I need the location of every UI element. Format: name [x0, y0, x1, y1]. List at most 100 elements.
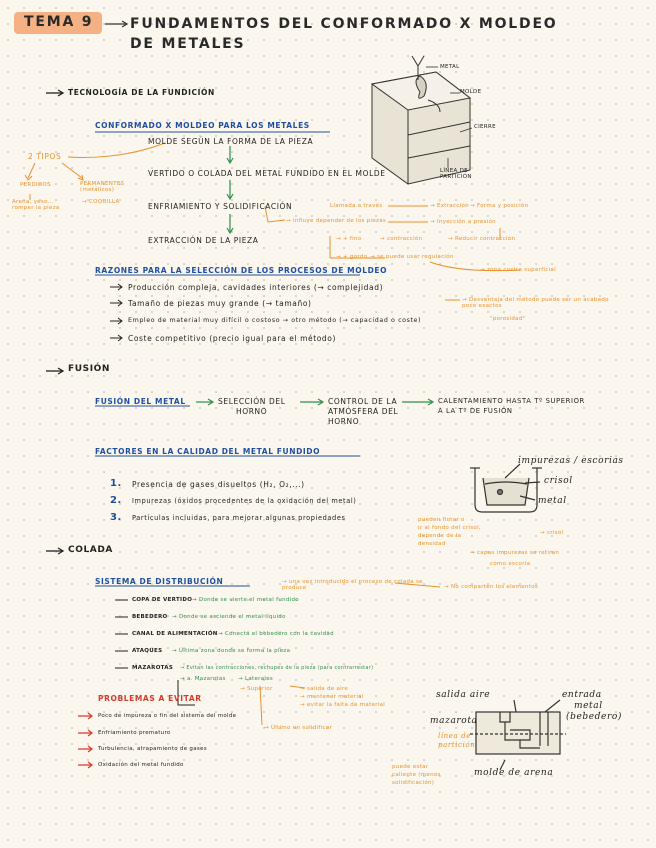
- mold-linea-label: línea de: [438, 732, 471, 740]
- section-colada-title: COLADA: [68, 545, 113, 555]
- page-title-line2: DE METALES: [130, 36, 246, 52]
- sistema-note-2: → No comparten los elementos: [444, 584, 539, 590]
- control-label-2: ATMÓSFERA DEL: [328, 407, 399, 416]
- perdidos-label: PERDIDOS: [20, 182, 51, 188]
- mold-puede-2: caliente (menos: [392, 772, 441, 778]
- seleccion-label: SELECCIÓN DEL: [218, 397, 286, 406]
- contraccion-note: → influye depender de los piezas: [286, 218, 387, 224]
- item-bebedero-desc: → Donde se asciende el metal líquido: [172, 614, 286, 620]
- razones-heading: RAZONES PARA LA SELECCIÓN DE LOS PROCESO…: [95, 266, 388, 275]
- factor-3: Partículas incluidas, para mejorar algun…: [132, 514, 346, 522]
- flotar-note-2: ir al fondo del crisol,: [418, 525, 481, 531]
- gordo-regulacion: → se puede usar regulación: [370, 254, 454, 260]
- item-canal-desc: → Conecta el bebedero con la cavidad: [218, 631, 334, 637]
- razon-2: Tamaño de piezas muy grande (→ tamaño): [128, 299, 312, 308]
- casting-mold-diagram: [470, 699, 566, 771]
- mold-puede-3: solidificación): [392, 780, 435, 786]
- mold-arena-label: molde de arena: [474, 768, 554, 778]
- step-vertido: VERTIDO O COLADA DEL METAL FUNDIDO EN EL…: [148, 169, 386, 178]
- diag-cierre-label: CIERRE: [474, 124, 496, 130]
- problema-4: Oxidación del metal fundido: [98, 762, 184, 768]
- step-extraccion: EXTRACCIÓN DE LA PIEZA: [148, 236, 259, 245]
- factor-num-3: 3.: [110, 512, 122, 523]
- factor-2: Impurezas (óxidos procedentes de la oxid…: [132, 497, 357, 505]
- fino-contraccion: → contracción: [380, 236, 423, 242]
- mold-mazarota-label: mazarota: [430, 716, 478, 726]
- step-enfriamiento: ENFRIAMIENTO Y SOLIDIFICACIÓN: [148, 202, 293, 211]
- flotar-note-4: densidad: [418, 541, 446, 547]
- maz-mantener: → mantener material: [300, 694, 364, 700]
- razon-1: Producción compleja, cavidades interiore…: [128, 283, 384, 292]
- diag-embudo-label: METAL: [440, 64, 460, 70]
- mold-linea-label-2: partición: [438, 741, 476, 749]
- tema-label: TEMA 9: [24, 14, 94, 30]
- fino-label: → + fino: [336, 236, 362, 242]
- escoria-note-1: → capas impurezas se retiran: [470, 550, 560, 556]
- perdidos-desc: Arena, yeso... romper la pieza: [12, 199, 60, 211]
- conformado-heading: CONFORMADO X MOLDEO PARA LOS METALES: [95, 121, 310, 130]
- razon-3: Empleo de material muy difícil o costoso…: [128, 317, 422, 324]
- escoria-note-2: como escoria: [490, 561, 531, 567]
- crucible-diagram: [470, 463, 542, 513]
- mold-entrada-label-3: (bebedero): [566, 712, 623, 722]
- coquilla-label: → COQUILLA: [82, 199, 120, 205]
- crucible-impurezas-label: impurezas / escorias: [518, 456, 624, 466]
- razon-4: Coste competitivo (precio igual para el …: [128, 334, 337, 343]
- factor-num-2: 2.: [110, 495, 122, 506]
- item-canal: CANAL DE ALIMENTACIÓN: [132, 631, 218, 637]
- fino-reducir: → Reducir contracción: [448, 236, 516, 242]
- fs1-label: → Forma y posición: [470, 203, 529, 209]
- problema-2: Enfriamiento prematuro: [98, 730, 171, 736]
- diag-molde-label: MOLDE: [460, 89, 482, 95]
- maz-superior: → Superior: [240, 686, 273, 692]
- mold-entrada-label-2: metal: [574, 701, 603, 711]
- flotar-note-5: → crisol: [540, 530, 564, 536]
- flotar-note-3: depende de la: [418, 533, 462, 539]
- section-tecnologia-title: TECNOLOGÍA DE LA FUNDICIÓN: [68, 88, 215, 97]
- mold-salida-label: salida aire: [436, 690, 491, 700]
- control-label: CONTROL DE LA: [328, 397, 398, 406]
- maz-a: → a. Mazarotas: [180, 676, 226, 682]
- flotar-note-1: pueden flotar o: [418, 517, 465, 523]
- crucible-metal-label: metal: [538, 496, 567, 506]
- problema-1: Poco de impureza o fin del sistema del m…: [98, 713, 237, 719]
- ultimo-solidificar: → Último en solidificar: [264, 725, 333, 731]
- item-ataques-desc: → Última zona donde se forma la pieza: [172, 648, 291, 654]
- problemas-heading: PROBLEMAS A EVITAR: [98, 694, 202, 703]
- mold-entrada-label: entrada: [562, 690, 602, 700]
- page-title: FUNDAMENTOS DEL CONFORMADO X MOLDEO: [130, 16, 558, 32]
- permanentes-label: PERMANENTES (metálicos): [80, 181, 125, 193]
- calentamiento-label-2: A LA Tº DE FUSIÓN: [438, 407, 513, 415]
- item-copa: COPA DE VERTIDO: [132, 597, 193, 603]
- seleccion-label-2: HORNO: [236, 407, 268, 416]
- item-copa-desc: → Donde se vierte el metal fundido: [192, 597, 299, 603]
- sistema-heading: SISTEMA DE DISTRIBUCIÓN: [95, 577, 224, 586]
- tema-highlight: [14, 12, 102, 34]
- step-molde: MOLDE SEGÚN LA FORMA DE LA PIEZA: [148, 137, 314, 146]
- control-label-3: HORNO: [328, 417, 360, 426]
- sistema-note: → una vez introducido el proceso de cola…: [282, 579, 423, 591]
- zona-costra: → zona costra superficial: [480, 267, 556, 273]
- fs2-label: → Inyección a presión: [430, 219, 496, 225]
- factor-1: Presencia de gases disueltos (H₂, O₂,...…: [132, 480, 305, 489]
- desventaja-note: → Desventaja del método puede ser un aca…: [462, 297, 609, 309]
- maz-salida: → salida de aire: [300, 686, 349, 692]
- crucible-crisol-label: crisol: [544, 476, 573, 486]
- problema-3: Turbulencia, atrapamiento de gases: [98, 746, 207, 752]
- tipos-label: 2 TIPOS: [28, 152, 62, 161]
- sol-extraccion: → Extracción: [430, 203, 469, 209]
- section-fusion-title: FUSIÓN: [68, 364, 111, 374]
- factores-heading: FACTORES EN LA CALIDAD DEL METAL FUNDIDO: [95, 447, 321, 456]
- porosidad-note: "porosidad": [490, 316, 526, 322]
- item-ataques: ATAQUES: [132, 648, 163, 654]
- item-mazarotas-desc: → Evitan las contracciones, rechupes de …: [180, 665, 374, 671]
- sol-label: Llamada a través: [330, 203, 383, 209]
- diag-linea-label: LÍNEA DE PARTICIÓN: [440, 168, 472, 180]
- calentamiento-label: CALENTAMIENTO HASTA Tº SUPERIOR: [438, 397, 585, 405]
- mold-block-diagram: [370, 55, 472, 185]
- gordo-label: → + gordo: [336, 254, 368, 260]
- maz-evitar: → evitar la falta de material: [300, 702, 386, 708]
- mold-puede-1: puede estar: [392, 764, 429, 770]
- fusion-metal-heading: FUSIÓN DEL METAL: [95, 397, 186, 406]
